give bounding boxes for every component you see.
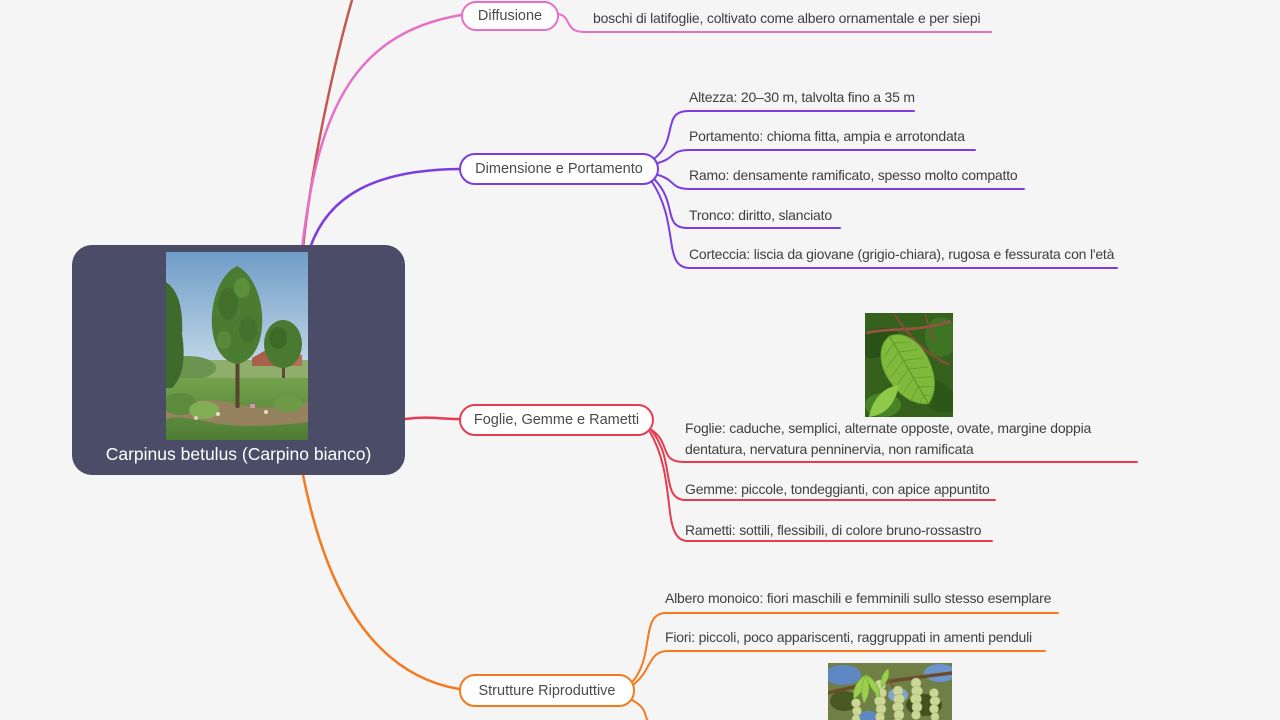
child-diffusione-habitat[interactable]: boschi di latifoglie, coltivato come alb…	[593, 10, 981, 26]
child-gemme[interactable]: Gemme: piccole, tondeggianti, con apice …	[685, 481, 990, 497]
hornbeam-catkins-photo[interactable]	[828, 663, 952, 720]
child-corteccia[interactable]: Corteccia: liscia da giovane (grigio-chi…	[689, 246, 1115, 262]
child-portamento[interactable]: Portamento: chioma fitta, ampia e arroto…	[689, 128, 965, 144]
topic-strutture-riproduttive[interactable]: Strutture Riproduttive	[459, 674, 635, 707]
child-albero-monoico[interactable]: Albero monoico: fiori maschili e femmini…	[665, 590, 1052, 606]
connector-strutture	[301, 473, 461, 691]
child-altezza[interactable]: Altezza: 20–30 m, talvolta fino a 35 m	[689, 89, 915, 105]
topic-dimensione-label: Dimensione e Portamento	[475, 161, 643, 177]
child-foglie[interactable]: Foglie: caduche, semplici, alternate opp…	[685, 420, 1092, 457]
connector-offscreen-branch	[301, 0, 354, 250]
child-tronco[interactable]: Tronco: diritto, slanciato	[689, 207, 832, 223]
connector-diffusione	[300, 13, 463, 251]
connector-foglie	[403, 416, 461, 421]
topic-foglie-gemme-rametti[interactable]: Foglie, Gemme e Rametti	[459, 404, 654, 436]
topic-diffusione-label: Diffusione	[477, 8, 543, 24]
link-portamento	[657, 149, 976, 164]
topic-diffusione[interactable]: Diffusione	[461, 1, 559, 31]
topic-foglie-label: Foglie, Gemme e Rametti	[473, 412, 640, 428]
central-topic-title: Carpinus betulus (Carpino bianco)	[105, 444, 372, 464]
topic-strutture-label: Strutture Riproduttive	[478, 682, 616, 699]
hornbeam-leaf-photo[interactable]	[865, 313, 953, 417]
link-catkin-image	[631, 699, 649, 720]
child-rametti[interactable]: Rametti: sottili, flessibili, di colore …	[685, 522, 982, 538]
topic-dimensione-e-portamento[interactable]: Dimensione e Portamento	[459, 153, 659, 185]
child-fiori[interactable]: Fiori: piccoli, poco appariscenti, raggr…	[665, 629, 1032, 645]
central-topic[interactable]: Carpinus betulus (Carpino bianco)	[72, 245, 405, 475]
connector-dimensione	[308, 167, 461, 250]
child-ramo[interactable]: Ramo: densamente ramificato, spesso molt…	[689, 167, 1018, 183]
tree-in-garden-photo	[166, 252, 308, 440]
